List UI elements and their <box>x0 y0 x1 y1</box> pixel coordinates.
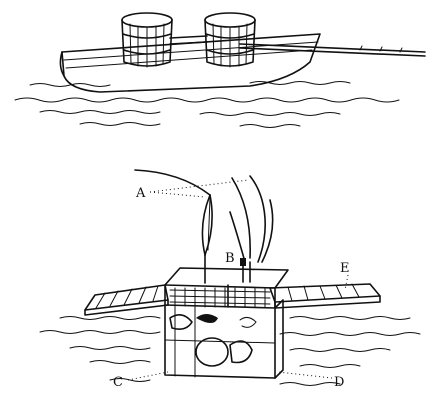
label-e: E <box>340 261 350 276</box>
submerged-cage <box>165 300 283 378</box>
label-b: B <box>225 251 235 266</box>
tub-right <box>205 13 255 67</box>
leader-e <box>345 275 348 290</box>
oar <box>240 44 425 52</box>
leader-a <box>150 192 205 197</box>
stems <box>135 170 273 262</box>
central-box-top <box>165 268 288 308</box>
leader-c <box>128 372 168 380</box>
label-d: D <box>334 375 344 390</box>
boat-with-tubs <box>15 13 425 128</box>
raft-right-deck <box>270 284 380 308</box>
tub-left <box>122 13 172 67</box>
leader-a2 <box>150 180 248 192</box>
label-c: C <box>113 375 123 390</box>
raft-left-deck <box>85 285 168 315</box>
label-a: A <box>135 186 146 201</box>
raft-diagram: A B C D E <box>40 170 420 390</box>
leader-d <box>278 372 332 378</box>
